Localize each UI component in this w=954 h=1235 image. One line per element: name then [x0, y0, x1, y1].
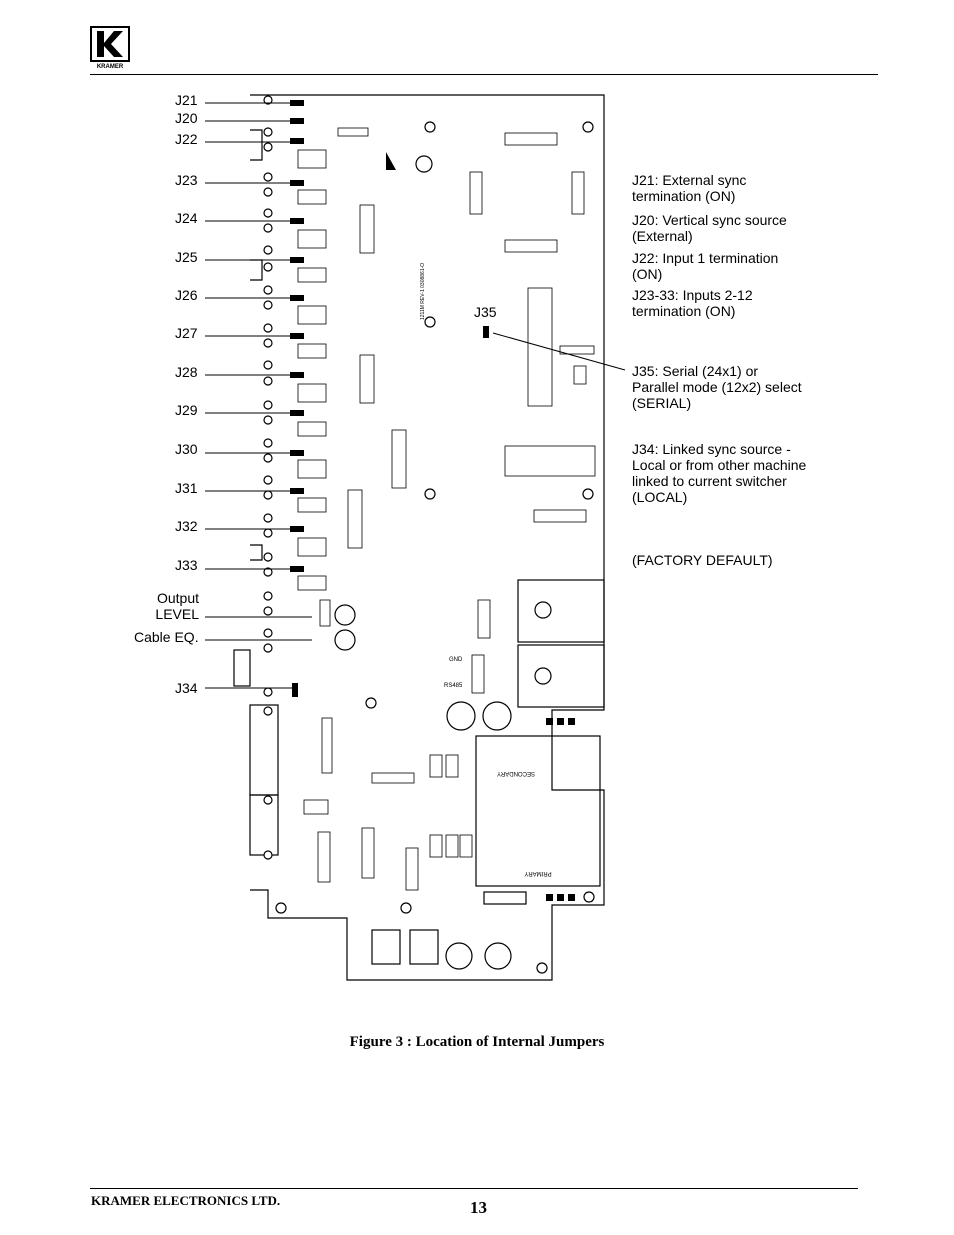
jumper-label: J27: [175, 325, 198, 341]
secondary-label: SECONDARY: [497, 770, 535, 776]
gnd-label: GND: [449, 657, 463, 663]
jumper-label: J26: [175, 287, 198, 303]
jumper-label: J24: [175, 210, 198, 226]
output-level-label: Output LEVEL: [155, 590, 199, 622]
jumper-label: J30: [175, 441, 198, 457]
jumper-label: J32: [175, 518, 198, 534]
pads: [546, 718, 575, 901]
jumper-label: J21: [175, 92, 198, 108]
kramer-logo: KRAMER: [90, 26, 130, 70]
note-line: termination (ON): [632, 303, 736, 319]
jumpers: [290, 100, 489, 697]
note-line: J20: Vertical sync source: [632, 212, 787, 228]
note-line: Parallel mode (12x2) select: [632, 379, 802, 395]
jumper-label: J25: [175, 249, 198, 265]
jumper-note: J34: Linked sync source -Local or from o…: [632, 441, 806, 505]
j34-label: J34: [175, 680, 198, 696]
jumper-label: J23: [175, 172, 198, 188]
components: [297, 127, 596, 891]
rs485-label: RS485: [444, 683, 463, 689]
page-number: 13: [470, 1198, 487, 1217]
primary-label: PRIMARY: [524, 870, 551, 876]
note-line: (ON): [632, 266, 663, 282]
footer-rule: [90, 1188, 858, 1189]
left-leader-lines: [205, 102, 626, 689]
jumper-label: J33: [175, 557, 198, 573]
note-line: (FACTORY DEFAULT): [632, 552, 773, 568]
cable-eq-label: Cable EQ.: [134, 629, 199, 645]
note-line: linked to current switcher: [632, 473, 787, 489]
note-line: J34: Linked sync source -: [632, 441, 791, 457]
jumper-note: J22: Input 1 termination(ON): [632, 250, 778, 282]
note-line: termination (ON): [632, 188, 736, 204]
note-line: J35: Serial (24x1) or: [632, 363, 759, 379]
footer-company: KRAMER ELECTRONICS LTD.: [91, 1193, 281, 1208]
revision-label: 1211M REV-1 0308861-O: [420, 263, 426, 320]
board-outline: [250, 94, 605, 981]
jumper-label: J20: [175, 110, 198, 126]
jumper-label: J22: [175, 131, 198, 147]
jumper-label: J28: [175, 364, 198, 380]
note-line: (External): [632, 228, 693, 244]
j35-label: J35: [474, 304, 497, 320]
note-line: J22: Input 1 termination: [632, 250, 779, 266]
note-line: (SERIAL): [632, 395, 692, 411]
logo-text: KRAMER: [97, 64, 124, 70]
pcb-diagram: GND RS485 SECONDARY PRIMARY 1211M REV-1 …: [205, 94, 626, 981]
note-line: J21: External sync: [632, 172, 747, 188]
jumper-label: J29: [175, 402, 198, 418]
note-line: J23-33: Inputs 2-12: [632, 287, 753, 303]
jumper-note: (FACTORY DEFAULT): [632, 552, 773, 568]
note-line: Local or from other machine: [632, 457, 807, 473]
jumper-note: J20: Vertical sync source(External): [632, 212, 787, 244]
input-connectors: [263, 95, 273, 860]
note-line: (LOCAL): [632, 489, 688, 505]
figure-caption: Figure 3 : Location of Internal Jumpers: [349, 1034, 605, 1050]
header-rule: [90, 74, 878, 75]
jumper-label: J31: [175, 480, 198, 496]
